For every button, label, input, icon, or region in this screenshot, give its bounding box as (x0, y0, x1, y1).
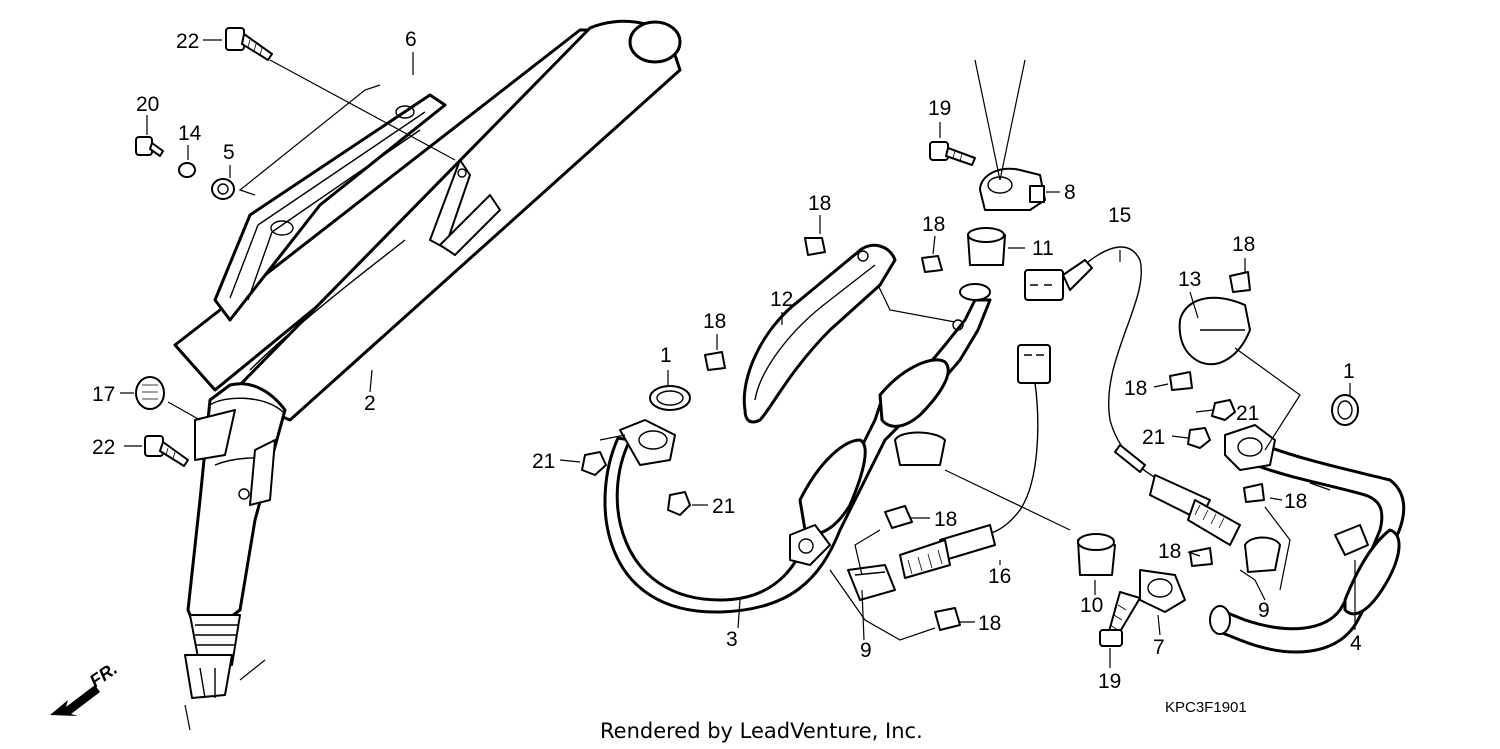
clamp-7[interactable] (1139, 569, 1186, 613)
front-direction-arrow: FR. (50, 658, 121, 716)
muffler-heat-shield[interactable] (213, 93, 447, 322)
callout-18-b: 18 (922, 213, 945, 236)
callout-14: 14 (178, 122, 202, 145)
callout-15: 15 (1108, 204, 1131, 227)
joint-9-right[interactable] (1244, 536, 1281, 573)
callout-16: 16 (988, 565, 1011, 588)
nut-21-set[interactable] (581, 399, 1236, 516)
callout-11: 11 (1032, 237, 1054, 260)
callout-12: 12 (770, 288, 793, 311)
callout-10: 10 (1080, 594, 1103, 617)
exhaust-pipe-3[interactable] (603, 283, 992, 614)
joint-9-left[interactable] (847, 564, 896, 601)
leader-lines-left (120, 39, 456, 731)
callout-3: 3 (726, 628, 738, 651)
callout-6: 6 (405, 28, 417, 51)
callout-13: 13 (1178, 268, 1201, 291)
bolt-19-upper[interactable] (929, 141, 976, 166)
joint-9-mid[interactable] (894, 431, 946, 466)
callout-21-right-lower: 21 (1142, 426, 1165, 449)
callout-18-a: 18 (808, 192, 831, 215)
callout-22-upper: 22 (176, 30, 199, 53)
callout-21-left-upper: 21 (532, 450, 555, 473)
callout-2: 2 (364, 392, 376, 415)
bolt-20[interactable] (135, 136, 164, 157)
callout-18-g: 18 (1158, 540, 1181, 563)
gasket-1-left[interactable] (649, 385, 691, 411)
callout-1-right: 1 (1343, 360, 1355, 383)
callout-8: 8 (1064, 181, 1076, 204)
callout-18-e: 18 (1124, 377, 1147, 400)
o2-sensor-16[interactable] (899, 344, 1051, 579)
callout-18-h: 18 (934, 508, 957, 531)
bolt-18-set[interactable] (704, 237, 1265, 631)
front-indicator-label: FR. (86, 658, 121, 691)
callout-4: 4 (1350, 632, 1362, 655)
collar-14[interactable] (178, 162, 196, 178)
callout-19-upper: 19 (928, 97, 951, 120)
callout-20: 20 (136, 93, 159, 116)
heat-protector-13[interactable] (1178, 296, 1251, 366)
muffler[interactable] (173, 19, 682, 699)
callout-5: 5 (223, 141, 235, 164)
exhaust-pipe-4[interactable] (1209, 424, 1406, 654)
grommet-17[interactable] (135, 376, 165, 410)
callout-labels: 22 6 20 14 5 17 2 22 19 8 18 18 11 15 12… (92, 28, 1362, 693)
diagram-code: KPC3F1901 (1165, 699, 1247, 716)
gasket-10[interactable] (1077, 533, 1116, 576)
callout-7: 7 (1153, 636, 1165, 659)
callout-17: 17 (92, 383, 115, 406)
callout-18-c: 18 (703, 310, 726, 333)
grommet-5[interactable] (211, 178, 235, 200)
gasket-11[interactable] (967, 227, 1006, 266)
bolt-22-upper[interactable] (225, 27, 273, 61)
footer-credit: Rendered by LeadVenture, Inc. (600, 719, 923, 743)
o2-sensor-15[interactable] (1024, 246, 1241, 546)
clamp-8[interactable] (979, 167, 1046, 211)
bolt-19-lower[interactable] (1099, 591, 1141, 647)
callout-9-left: 9 (860, 639, 872, 662)
callout-18-i: 18 (978, 612, 1001, 635)
callout-18-d: 18 (1232, 233, 1255, 256)
gasket-1-right[interactable] (1331, 394, 1359, 426)
callout-19-lower: 19 (1098, 670, 1121, 693)
leader-lines-right (559, 59, 1356, 668)
callout-1-left: 1 (660, 344, 672, 367)
callout-21-left-lower: 21 (712, 495, 735, 518)
heat-protector-12[interactable] (742, 243, 897, 424)
bolt-22-lower[interactable] (144, 435, 189, 467)
callout-21-right-upper: 21 (1236, 402, 1259, 425)
callout-22-lower: 22 (92, 436, 115, 459)
callout-18-f: 18 (1284, 490, 1307, 513)
callout-9-right: 9 (1258, 599, 1270, 622)
